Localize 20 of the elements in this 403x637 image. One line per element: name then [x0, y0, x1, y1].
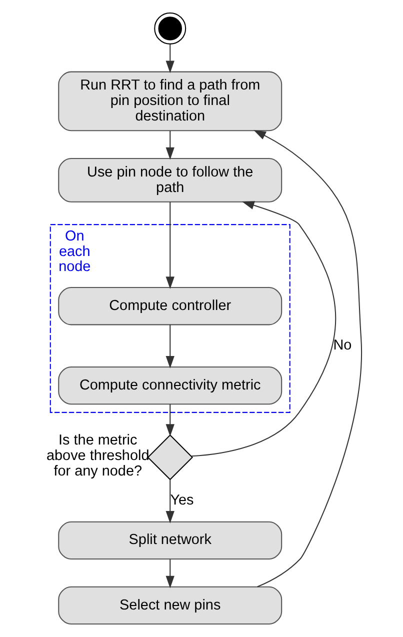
arrow — [165, 130, 174, 160]
arrow — [165, 404, 174, 437]
node-box: Compute controller — [58, 287, 282, 326]
node-label: Is the metric above threshold for any node? — [46, 432, 149, 480]
arrow — [165, 44, 174, 74]
edge-label: Yes — [170, 492, 194, 508]
arrow — [165, 480, 174, 524]
node-box: Split network — [58, 521, 282, 560]
arrow — [165, 559, 174, 588]
arrow — [253, 130, 362, 588]
arrow — [165, 202, 174, 290]
arrow — [190, 201, 336, 457]
edge-label: No — [332, 338, 352, 354]
node-circle — [154, 12, 186, 44]
node-box: Select new pins — [58, 586, 282, 625]
node-box: Use pin node to follow the path — [58, 158, 282, 202]
arrow — [165, 324, 174, 368]
node-diamond — [146, 434, 193, 480]
node-box: Run RRT to find a path from pin position to final destination — [58, 71, 282, 132]
node-box: Compute connectivity metric — [58, 366, 282, 405]
